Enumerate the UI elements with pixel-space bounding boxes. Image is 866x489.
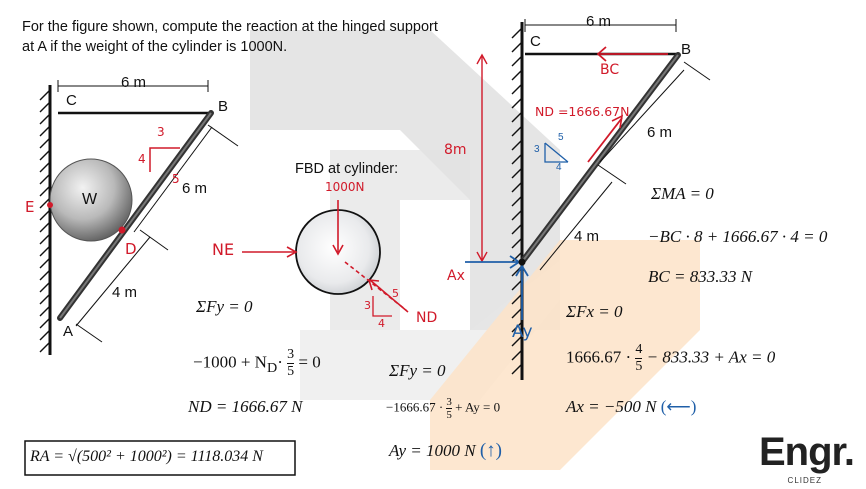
eq-nd-result: ND = 1666.67 N [188, 397, 303, 416]
eq4-den: 5 [635, 358, 643, 374]
eq1-num: 3 [287, 347, 295, 362]
fig1-dim-diag: 6 m [182, 180, 208, 197]
fbd-s3: 3 [364, 299, 371, 312]
engr-logo-sub: CLIDEZ [787, 476, 822, 485]
eq-summa: ΣMA = 0 [651, 184, 714, 203]
fig1-dim-top: 6 m [121, 74, 147, 91]
left-wall [39, 85, 52, 355]
fig2-s5: 5 [558, 132, 564, 143]
eq-2: −1666.67 · 3 5 + Ay = 0 [386, 396, 500, 421]
fbd-ne-label: NE [212, 240, 235, 259]
eq1-den: 5 [287, 363, 295, 379]
eq-3: −BC · 8 + 1666.67 · 4 = 0 [648, 227, 828, 246]
engr-logo: Engr. [758, 430, 855, 474]
fbd-s4: 4 [378, 317, 385, 330]
eq1-right: = 0 [298, 352, 321, 372]
fig1-dim-low: 4 m [112, 284, 138, 301]
eq1-sub: D [266, 359, 278, 376]
eq2-num: 3 [446, 396, 452, 408]
fig1-label-w: W [82, 191, 98, 208]
fig2-dim-top: 6 m [586, 13, 612, 30]
fig1-label-c: C [66, 92, 77, 109]
fig2-s4: 4 [556, 162, 562, 173]
fig2-dim-8m: 8m [444, 142, 467, 158]
eq4-num: 4 [635, 342, 643, 357]
fig2-s3: 3 [534, 144, 540, 155]
eq-4: 1666.67 · 4 5 − 833.33 + Ax = 0 [566, 342, 775, 375]
fig2-dim-4m: 4 m [574, 228, 600, 245]
fig1-label-a: A [63, 323, 74, 340]
ra-result-box [24, 440, 296, 476]
problem-statement: For the figure shown, compute the reacti… [22, 17, 492, 57]
fig1-label-e: E [25, 198, 35, 216]
eq-ra-result: RA = √(500² + 1000²) = 1118.034 N [30, 448, 263, 465]
problem-line-1: For the figure shown, compute the reacti… [22, 19, 438, 35]
ax-result-text: Ax = −500 N [566, 397, 657, 416]
ax-direction: (⟵) [660, 397, 697, 416]
fig2-label-c: C [530, 33, 541, 50]
fbd-nd-label: ND [416, 310, 438, 326]
fig1-slope-5: 5 [172, 172, 180, 186]
eq2-left: −1666.67 · [386, 399, 444, 415]
eq-bc-result: BC = 833.33 N [648, 267, 753, 286]
eq1-left: −1000 + N [193, 352, 267, 372]
fig2-bc-label: BC [600, 62, 620, 78]
ay-direction: (↑) [479, 440, 502, 461]
problem-line-2: at A if the weight of the cylinder is 10… [22, 39, 288, 55]
fig1-label-d: D [125, 240, 137, 258]
fig2-ax-label: Ax [447, 268, 465, 284]
fbd-s5: 5 [392, 287, 399, 300]
fig1-slope-4: 4 [138, 152, 146, 166]
eq-sumfy-2: ΣFy = 0 [389, 361, 446, 380]
fig2-nd-value: ND =1666.67N [535, 104, 630, 119]
eq-ay-result: Ay = 1000 N (↑) [389, 440, 502, 462]
eq4-right: − 833.33 + Ax = 0 [646, 347, 776, 367]
fbd-weight: 1000N [325, 180, 365, 194]
fig2-label-b: B [681, 41, 692, 58]
fig2-dim-6m: 6 m [647, 124, 673, 141]
eq2-den: 5 [446, 408, 452, 421]
fig1-label-b: B [218, 98, 229, 115]
eq-1: −1000 + ND· 3 5 = 0 [193, 347, 321, 379]
eq-ax-result: Ax = −500 N (⟵) [566, 397, 696, 417]
fbd-title: FBD at cylinder: [295, 161, 399, 177]
eq2-right: + Ay = 0 [455, 399, 501, 415]
fig2-ay-label: Ay [512, 322, 533, 342]
eq-sumfx: ΣFx = 0 [566, 302, 623, 321]
fig1-slope-3: 3 [157, 125, 165, 139]
eq-sumfy-1: ΣFy = 0 [196, 297, 253, 316]
cylinder-w [49, 158, 133, 242]
ay-result-text: Ay = 1000 N [389, 441, 476, 460]
eq4-left: 1666.67 · [566, 347, 632, 367]
